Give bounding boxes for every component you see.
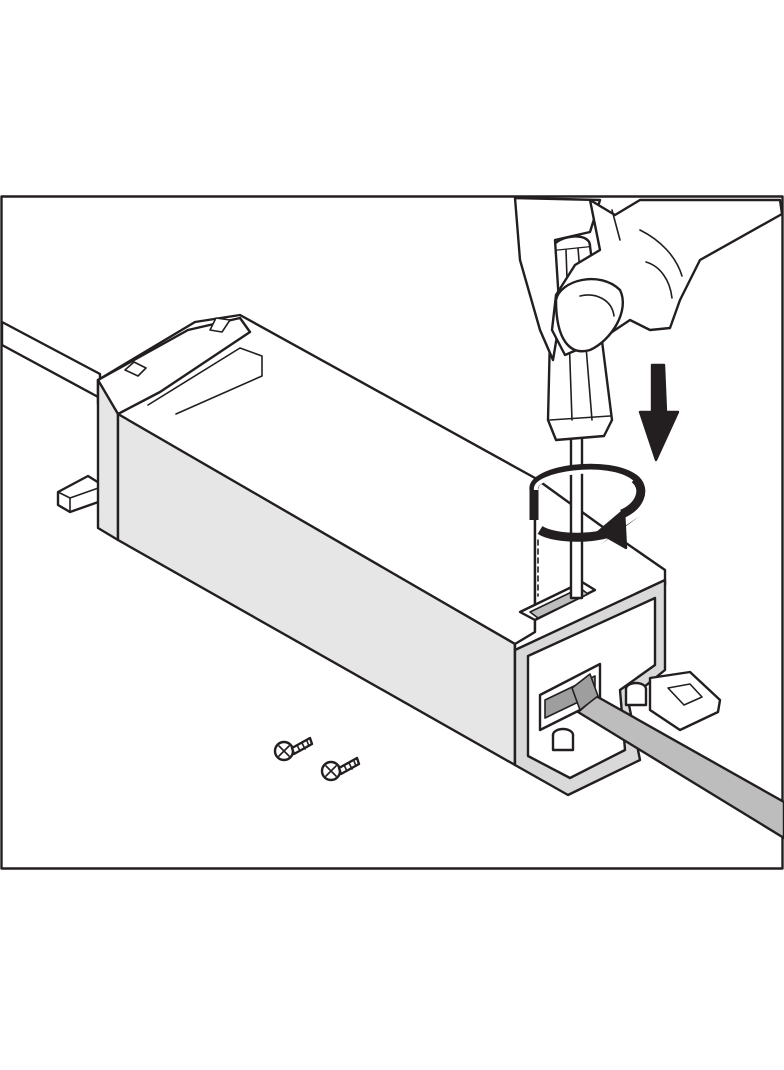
rotate-clockwise-icon: [529, 463, 646, 550]
screw-icon: [320, 756, 361, 782]
mounting-tab-left: [56, 474, 106, 514]
mounting-tab-right: [648, 670, 722, 732]
hand-icon: [513, 196, 784, 362]
output-cable: [571, 673, 784, 840]
screw-icon: [273, 736, 314, 762]
arrow-down-icon: [638, 363, 680, 462]
